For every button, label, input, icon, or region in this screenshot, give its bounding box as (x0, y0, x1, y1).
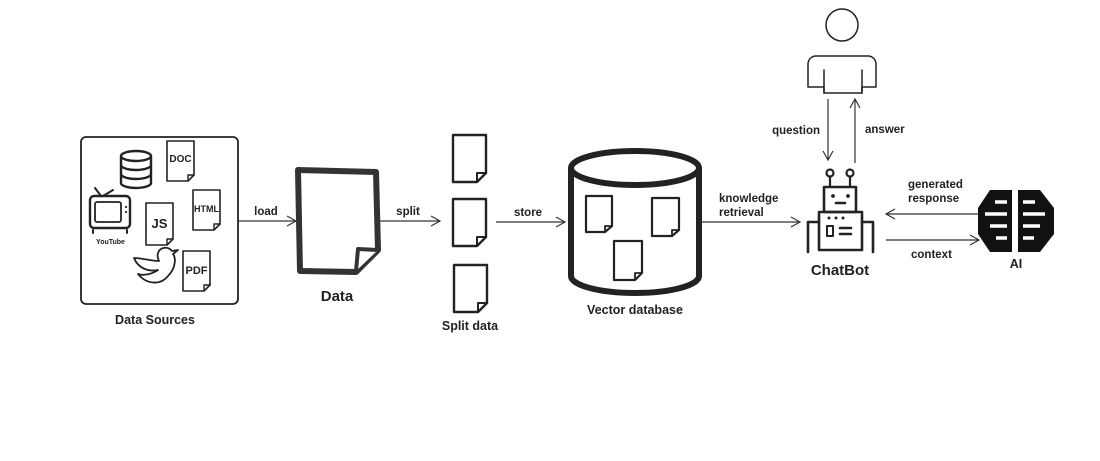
database-icon (119, 149, 153, 190)
split-label: split (396, 206, 420, 218)
knowledge-retrieval-label-line2: retrieval (719, 207, 764, 219)
knowledge-retrieval-label-line1: knowledge (719, 193, 778, 205)
js-file-icon: JS (145, 202, 174, 246)
data-sources-label: Data Sources (115, 313, 195, 327)
robot-icon (806, 168, 875, 254)
split-doc-icon (452, 263, 489, 314)
data-document-icon (295, 167, 381, 275)
vector-doc-icon (612, 239, 644, 282)
split-doc-icon (451, 133, 488, 184)
answer-label: answer (865, 124, 905, 136)
html-label: HTML (194, 204, 219, 214)
split-data-label: Split data (442, 319, 499, 333)
generated-response-label-line2: response (908, 193, 959, 205)
chatbot-label: ChatBot (811, 262, 869, 279)
doc-label: DOC (169, 154, 191, 165)
vector-doc-icon (650, 196, 681, 238)
tv-icon (88, 187, 132, 234)
data-label: Data (321, 288, 354, 305)
generated-response-label-line1: generated (908, 179, 963, 191)
doc-file-icon: DOC (166, 140, 195, 182)
data-sources-node: DOC YouTube JS HTML (80, 136, 239, 305)
split-doc-icon (451, 197, 488, 248)
load-label: load (254, 206, 278, 218)
pdf-label: PDF (186, 265, 208, 277)
youtube-label: YouTube (96, 239, 125, 246)
twitter-bird-icon (133, 246, 179, 284)
pdf-file-icon: PDF (182, 250, 211, 292)
split-data-documents (451, 133, 489, 314)
ai-label: AI (1010, 257, 1023, 271)
ai-brain-icon (978, 190, 1054, 252)
person-icon (807, 8, 877, 94)
vector-database-label: Vector database (587, 303, 683, 317)
html-file-icon: HTML (192, 189, 221, 231)
question-label: question (772, 125, 820, 137)
context-label: context (911, 249, 952, 261)
store-label: store (514, 207, 542, 219)
vector-database-icon (568, 148, 702, 296)
js-label: JS (152, 216, 168, 231)
vector-doc-icon (584, 194, 614, 234)
